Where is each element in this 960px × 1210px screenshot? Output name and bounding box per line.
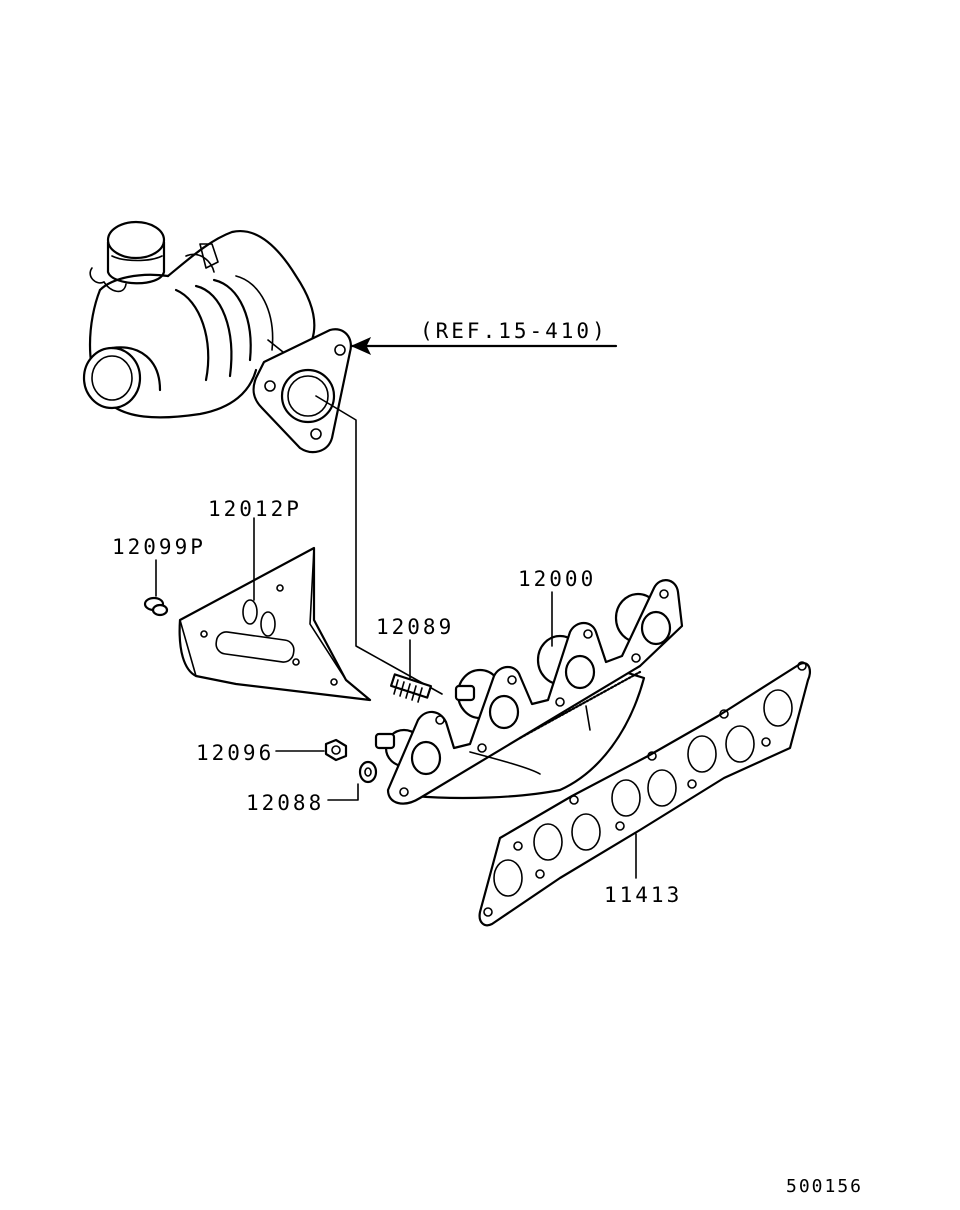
heat-shield-drawing xyxy=(178,546,372,702)
manifold-gasket-drawing xyxy=(478,661,811,927)
manifold-nut-drawing xyxy=(324,738,348,762)
exhaust-manifold-drawing xyxy=(374,579,684,805)
shield-bolt-number: 12099P xyxy=(112,535,206,559)
exhaust-manifold-number: 12000 xyxy=(518,567,596,591)
manifold-nut-number: 12096 xyxy=(196,741,274,765)
reference-label: (REF.15-410) xyxy=(420,319,608,343)
shield-bolt-drawing xyxy=(143,596,169,617)
turbo-manifold-leader xyxy=(315,395,443,695)
drawing-code: 500156 xyxy=(786,1176,863,1197)
turbocharger-drawing xyxy=(82,220,352,454)
stud-bolt-drawing xyxy=(389,673,433,703)
heat-shield-number: 12012P xyxy=(208,497,302,521)
manifold-washer-number: 12088 xyxy=(246,791,324,815)
reference-pointer: (REF.15-410) xyxy=(350,319,618,356)
manifold-washer-leader xyxy=(327,783,359,801)
manifold-gasket-number: 11413 xyxy=(604,883,682,907)
manifold-washer-drawing xyxy=(358,760,378,784)
stud-bolt-number: 12089 xyxy=(376,615,454,639)
